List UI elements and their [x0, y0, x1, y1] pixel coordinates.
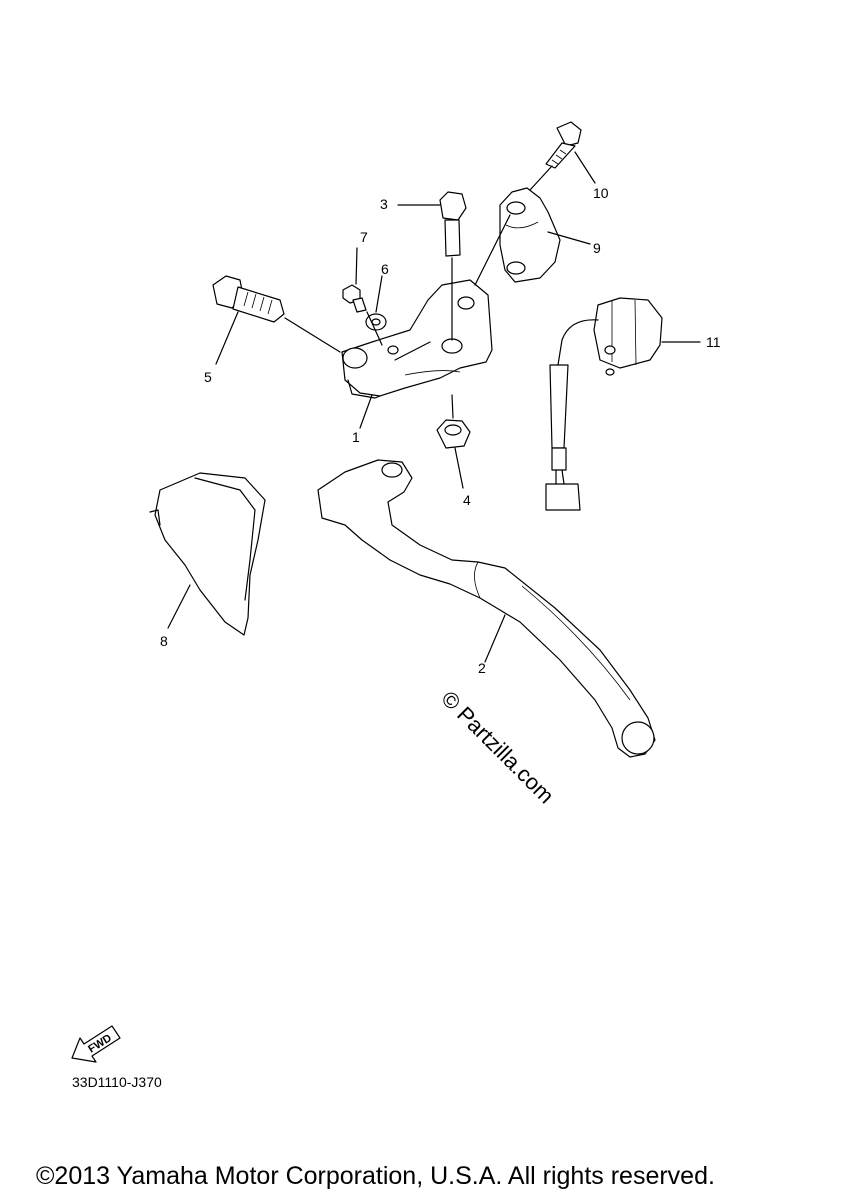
callout-4: 4 [463, 492, 471, 508]
leader-10 [574, 151, 596, 184]
callout-8: 8 [160, 633, 168, 649]
part-8-cover [149, 472, 266, 636]
leader-8 [167, 584, 191, 629]
callouts: 10 9 3 7 6 5 11 1 4 8 2 [160, 185, 721, 676]
leader-5 [215, 311, 239, 365]
leader-2 [484, 614, 506, 663]
callout-11: 11 [706, 334, 721, 350]
leader-9 [547, 231, 591, 245]
leader-1 [359, 394, 373, 429]
callout-10: 10 [593, 185, 609, 201]
part-7-screw [342, 284, 367, 313]
part-11-switch [545, 297, 663, 511]
leader-6 [375, 275, 383, 313]
diagram-code: 33D1110-J370 [72, 1074, 162, 1090]
leader-4 [454, 447, 464, 489]
callout-2: 2 [478, 660, 486, 676]
callout-9: 9 [593, 240, 601, 256]
part-6-washer [365, 313, 387, 331]
copyright: ©2013 Yamaha Motor Corporation, U.S.A. A… [36, 1162, 715, 1190]
leader-7 [355, 247, 358, 285]
part-1-bracket [341, 279, 493, 399]
part-10-bolt [545, 121, 582, 169]
part-4-nut [436, 419, 471, 449]
part-5-adjuster [212, 275, 285, 323]
part-9-holder [499, 187, 561, 283]
callout-6: 6 [381, 261, 389, 277]
callout-1: 1 [352, 429, 360, 445]
callout-5: 5 [204, 369, 212, 385]
part-2-lever [317, 459, 656, 758]
callout-3: 3 [380, 196, 388, 212]
part-3-bolt [439, 191, 467, 257]
assembly-lines [284, 165, 553, 419]
fwd-arrow-icon: FWD [71, 1025, 121, 1063]
leader-lines [167, 151, 701, 663]
callout-7: 7 [360, 229, 368, 245]
watermark: © Partzilla.com [436, 686, 559, 809]
